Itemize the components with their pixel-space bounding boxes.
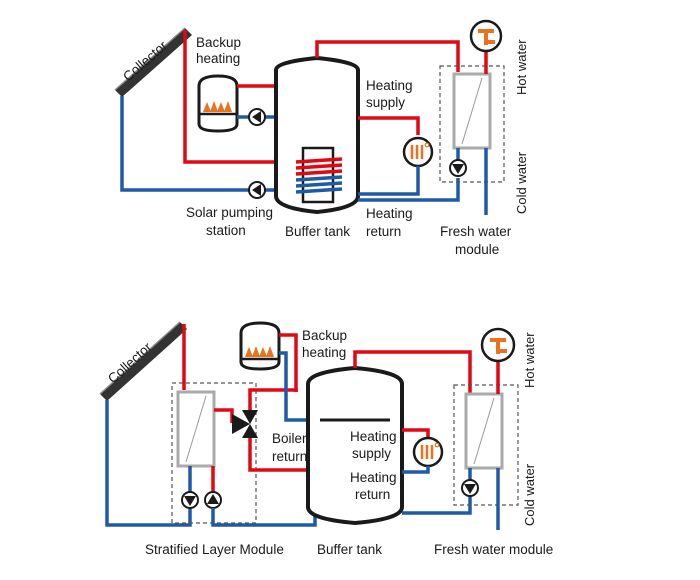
cold-water-label: Cold water (514, 151, 529, 214)
buffer-tank (306, 365, 404, 526)
boiler-flow-pipe (279, 333, 298, 392)
boiler-icon (197, 74, 239, 133)
heat-exchanger-icon (452, 72, 492, 150)
module-flow-pipe (214, 408, 234, 423)
fresh-water-module-label: Fresh water module (434, 542, 553, 557)
module-to-tank-return-pipe (211, 508, 317, 527)
top-diagram: Collector (114, 19, 529, 257)
fresh-water-module-frame (439, 65, 505, 183)
three-way-valve-icon (232, 410, 258, 438)
heating-return-pipe (358, 166, 420, 196)
collector-label: Collector (120, 38, 170, 85)
buffer-tank-label: Buffer tank (285, 224, 350, 239)
collector-return-pipe (105, 400, 192, 527)
collector-return-pipe (120, 96, 296, 192)
tap-icon (469, 19, 503, 53)
module-return-pipe (402, 496, 472, 515)
boiler-return-pipe (279, 351, 308, 422)
pump-icon (248, 108, 266, 126)
pump-icon (461, 479, 479, 497)
heat-exchanger-icon (464, 392, 504, 470)
stratified-layer-module-label: Stratified Layer Module (145, 542, 284, 557)
heat-exchanger-icon (295, 146, 343, 204)
heat-exchanger-icon (176, 390, 216, 468)
boiler-icon (239, 321, 281, 371)
collector-flow-pipe (183, 30, 296, 164)
hot-water-label: Hot water (514, 39, 529, 95)
flame-icon (203, 101, 232, 112)
tank-hot-to-module-pipe (353, 350, 472, 396)
valve-top-pipe (248, 388, 298, 410)
heating-return-pipe (402, 466, 430, 474)
tap-icon (480, 327, 516, 363)
cold-water-label: Cold water (522, 463, 537, 526)
module-return-pipe (358, 178, 460, 202)
pump-icon (204, 491, 222, 509)
buffer-tank-label: Buffer tank (317, 542, 382, 557)
pump-icon (181, 491, 199, 509)
bottom-diagram: Collector (99, 321, 553, 557)
pump-icon (248, 181, 266, 199)
valve-lower-pipe (248, 438, 308, 472)
fresh-water-module-frame (453, 384, 519, 506)
radiator-icon (402, 136, 434, 168)
radiator-icon (412, 436, 444, 468)
flame-icon (245, 346, 274, 357)
collector-panel-icon (99, 321, 187, 401)
tank-hot-to-module-pipe (315, 40, 460, 72)
pump-icon (449, 159, 467, 177)
hot-water-label: Hot water (522, 332, 537, 388)
collector-panel-icon (114, 27, 192, 97)
heating-supply-pipe (402, 428, 430, 438)
heating-supply-pipe (358, 116, 420, 135)
